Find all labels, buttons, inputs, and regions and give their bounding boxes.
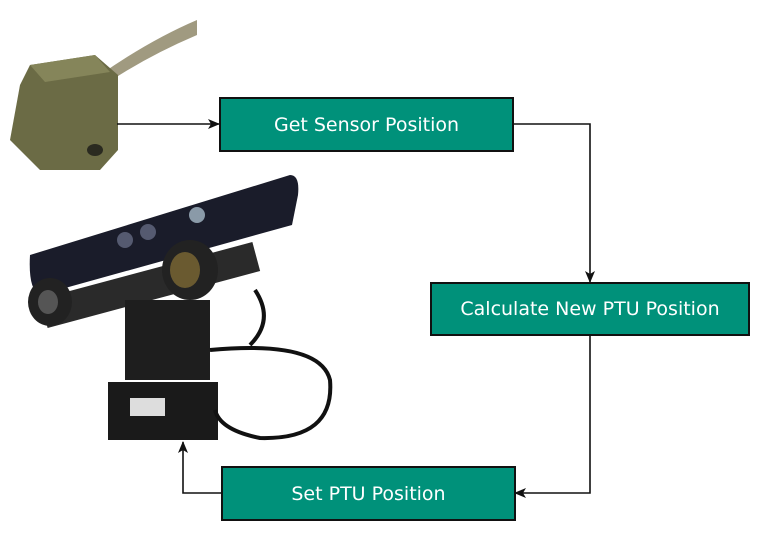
arrow-calculate-to-set: [514, 335, 591, 498]
step-get-sensor-position: Get Sensor Position: [219, 97, 514, 152]
sensor-device-image: [10, 20, 197, 170]
step-label: Get Sensor Position: [273, 113, 460, 136]
step-label: Calculate New PTU Position: [460, 298, 720, 320]
step-label: Set PTU Position: [291, 482, 446, 505]
step-calculate-new-ptu-position: Calculate New PTU Position: [430, 282, 750, 336]
ptu-camera-image: [28, 175, 333, 441]
arrow-set-to-ptu: [178, 441, 221, 494]
step-set-ptu-position: Set PTU Position: [221, 466, 516, 521]
arrow-get-to-calculate: [513, 123, 595, 283]
